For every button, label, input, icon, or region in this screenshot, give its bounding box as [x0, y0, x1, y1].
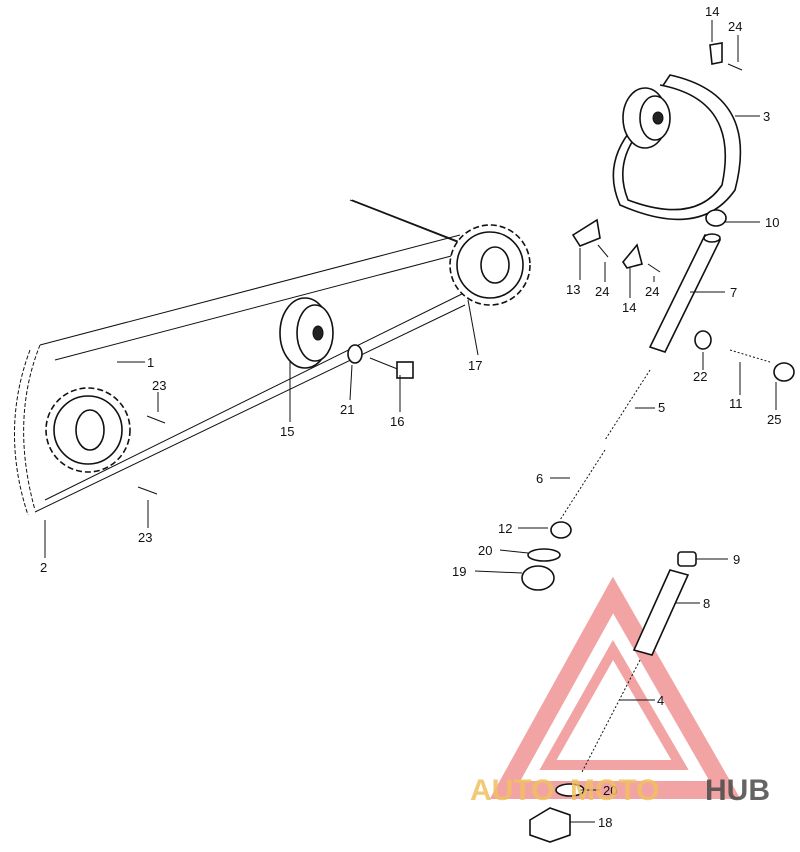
seat-12 [550, 521, 572, 539]
label-2: 2 [40, 560, 47, 575]
watermark-moto: MOTO [570, 774, 659, 807]
tensioner-shaft [349, 199, 466, 246]
nut-25 [773, 362, 795, 382]
spring-6 [559, 449, 606, 521]
drive-sprocket [45, 387, 131, 473]
idler-sprocket [449, 224, 531, 306]
cap-10 [705, 209, 727, 227]
spring-5 [604, 369, 651, 441]
label-13: 13 [566, 282, 580, 297]
washer-20-upper [527, 548, 561, 562]
label-24-left: 24 [595, 284, 609, 299]
label-17: 17 [468, 358, 482, 373]
label-25: 25 [767, 412, 781, 427]
watermark-logo [489, 576, 741, 799]
rod-8 [632, 569, 690, 656]
label-10: 10 [765, 215, 779, 230]
label-24-right: 24 [645, 284, 659, 299]
part-labels: 1 2 3 4 5 6 7 8 9 10 11 12 13 14 14 15 1… [40, 4, 781, 830]
label-21: 21 [340, 402, 354, 417]
bolt-19 [521, 565, 555, 591]
bracket-14-mid [622, 243, 643, 269]
label-9: 9 [733, 552, 740, 567]
label-23-lower: 23 [138, 530, 152, 545]
drive-chain [14, 234, 471, 516]
label-16: 16 [390, 414, 404, 429]
rod-4 [581, 659, 641, 773]
bolt-23-upper [146, 415, 166, 424]
leader-lines [44, 20, 777, 823]
bolt-16 [369, 357, 414, 379]
label-3: 3 [763, 109, 770, 124]
label-22: 22 [693, 369, 707, 384]
cap-9 [677, 551, 697, 567]
watermark-hub: HUB [705, 774, 770, 807]
label-11: 11 [729, 396, 743, 411]
chain-guide-cover [612, 74, 742, 221]
label-18: 18 [598, 815, 612, 830]
label-19: 19 [452, 564, 466, 579]
label-5: 5 [658, 400, 665, 415]
label-20-upper: 20 [478, 543, 492, 558]
label-4: 4 [657, 693, 664, 708]
watermark-text: AUTO MOTO HUB [470, 774, 770, 807]
label-7: 7 [730, 285, 737, 300]
label-8: 8 [703, 596, 710, 611]
label-14-top: 14 [705, 4, 719, 19]
label-12: 12 [498, 521, 512, 536]
label-23-upper: 23 [152, 378, 166, 393]
bolt-23-lower [137, 486, 158, 495]
bolt-24-left [597, 244, 609, 258]
label-1: 1 [147, 355, 154, 370]
washer-21 [347, 344, 363, 364]
bolt-24-right [647, 263, 661, 273]
bracket-14-top [709, 42, 723, 65]
label-15: 15 [280, 424, 294, 439]
label-14-mid: 14 [622, 300, 636, 315]
label-20-lower: 20 [603, 783, 617, 798]
washer-22 [694, 330, 712, 350]
bracket-13 [571, 218, 601, 247]
guide-roller [279, 297, 334, 369]
tensioner-tube [648, 233, 722, 353]
label-6: 6 [536, 471, 543, 486]
adjust-bolt-11 [729, 349, 771, 363]
watermark-auto: AUTO [470, 774, 554, 807]
bolt-24-top [727, 63, 743, 71]
plug-18 [529, 807, 571, 843]
label-24-top: 24 [728, 19, 742, 34]
